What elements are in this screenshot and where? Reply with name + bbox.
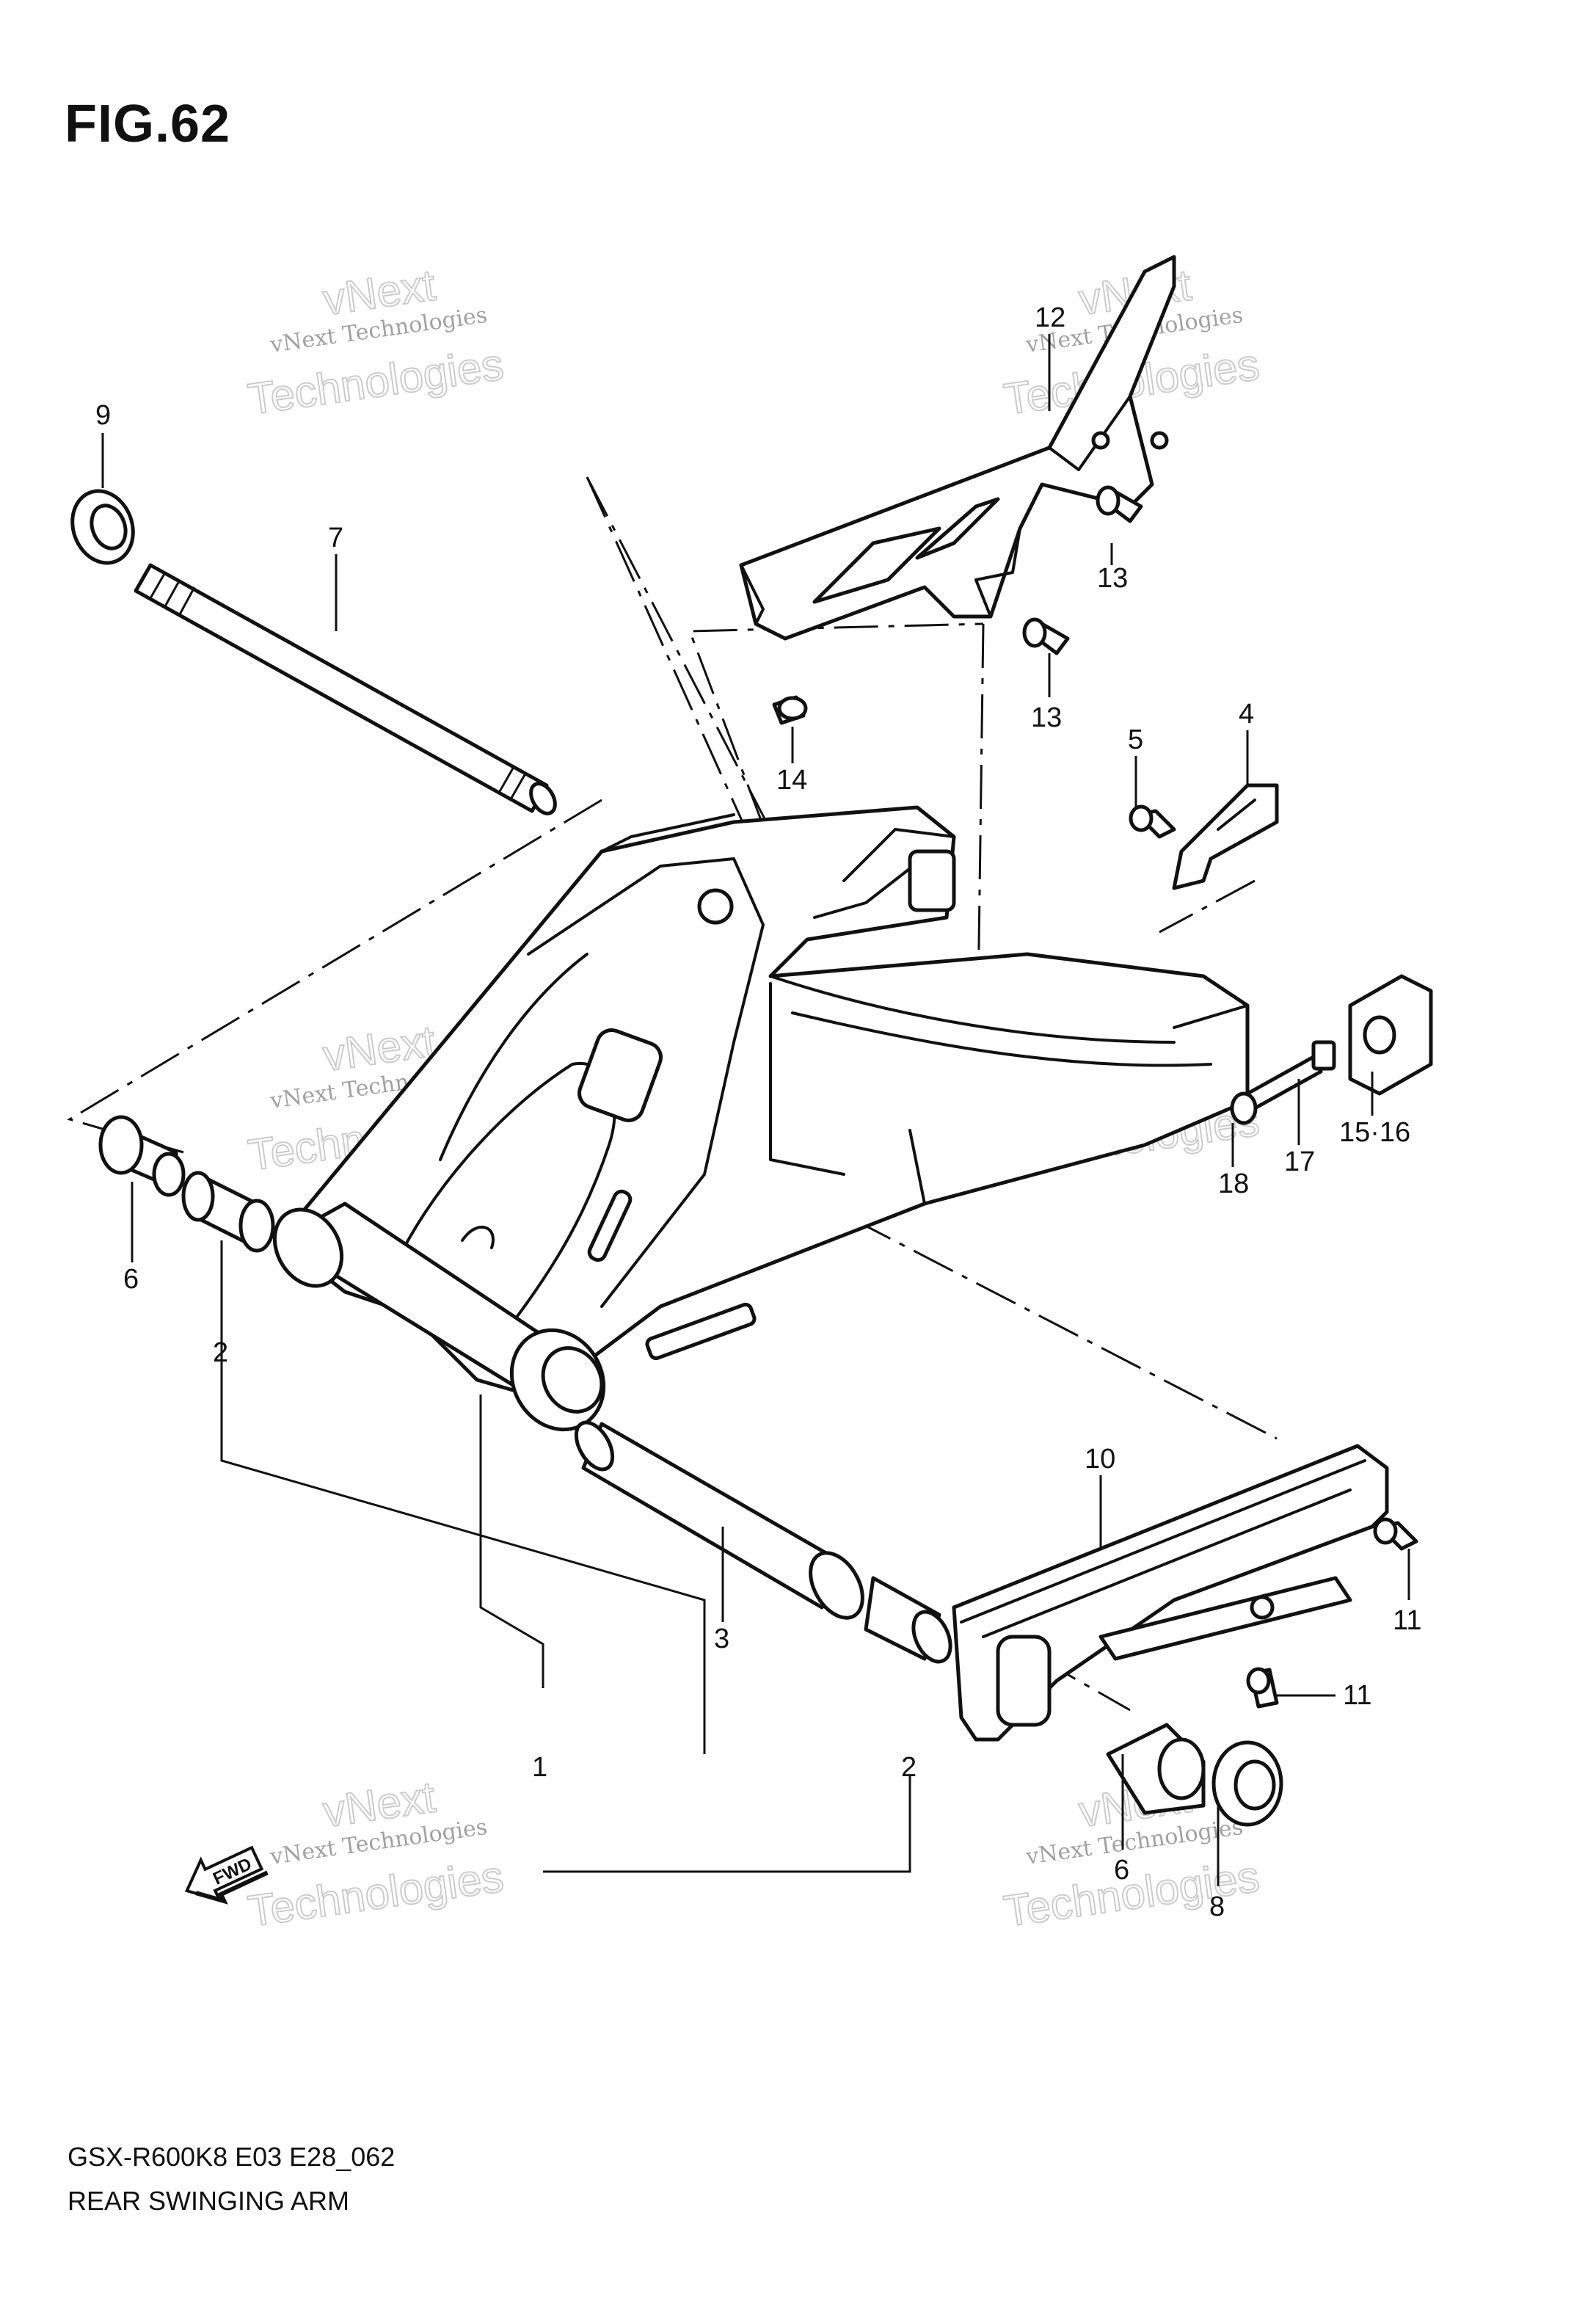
left-collar — [98, 1115, 186, 1197]
chain-guard — [739, 255, 1176, 641]
screw-11-lower — [1246, 1667, 1279, 1709]
right-collar — [1106, 1723, 1206, 1815]
callout-3: 3 — [714, 1624, 729, 1654]
figure-title: FIG.62 — [65, 95, 231, 153]
clip-14 — [772, 695, 808, 725]
swing-arm — [272, 805, 1250, 1432]
callout-6-left: 6 — [123, 1264, 139, 1295]
pivot-nut — [70, 489, 135, 565]
chain-adjuster — [1348, 974, 1433, 1096]
callout-10: 10 — [1085, 1444, 1115, 1475]
callout-2-left: 2 — [213, 1337, 228, 1368]
spacer-tube — [574, 1420, 864, 1620]
right-bearing — [864, 1576, 952, 1664]
callout-15-16: 15·16 — [1339, 1117, 1410, 1148]
bolt-13-lower — [1022, 617, 1070, 655]
guide-plate — [1172, 783, 1279, 890]
screw-5 — [1129, 804, 1176, 839]
fwd-arrow: FWD — [184, 1845, 269, 1905]
adjuster-bolt — [1245, 1040, 1336, 1110]
callout-5: 5 — [1128, 724, 1143, 755]
pivot-shaft — [134, 563, 557, 815]
callout-6-right: 6 — [1114, 1855, 1129, 1886]
leader-lines — [101, 334, 1410, 1886]
callout-9: 9 — [95, 400, 111, 431]
callout-13-lower: 13 — [1031, 702, 1062, 733]
callout-12: 12 — [1035, 302, 1065, 333]
callout-13-upper: 13 — [1097, 563, 1128, 594]
bolt-13-upper — [1096, 485, 1143, 523]
axle-nut — [1211, 1740, 1283, 1827]
callout-2-right: 2 — [901, 1752, 917, 1783]
callout-11-upper: 11 — [1393, 1605, 1421, 1636]
left-bearing — [181, 1171, 275, 1253]
callout-4: 4 — [1239, 699, 1254, 730]
callout-14: 14 — [776, 765, 807, 796]
callouts: 9 7 12 13 13 14 5 4 15·16 17 18 6 2 1 3 … — [95, 302, 1421, 1922]
chain-buffer — [952, 1444, 1389, 1742]
callout-18: 18 — [1218, 1168, 1249, 1199]
callout-8: 8 — [1209, 1891, 1225, 1922]
caption-name: REAR SWINGING ARM — [68, 2186, 350, 2216]
callout-17: 17 — [1284, 1146, 1315, 1177]
caption-code: GSX-R600K8 E03 E28_062 — [68, 2142, 396, 2172]
callout-7: 7 — [328, 523, 343, 553]
callout-1: 1 — [532, 1752, 547, 1783]
washer-18 — [1230, 1091, 1258, 1125]
callout-11-lower: 11 — [1343, 1680, 1371, 1711]
screw-11-upper — [1373, 1517, 1418, 1551]
